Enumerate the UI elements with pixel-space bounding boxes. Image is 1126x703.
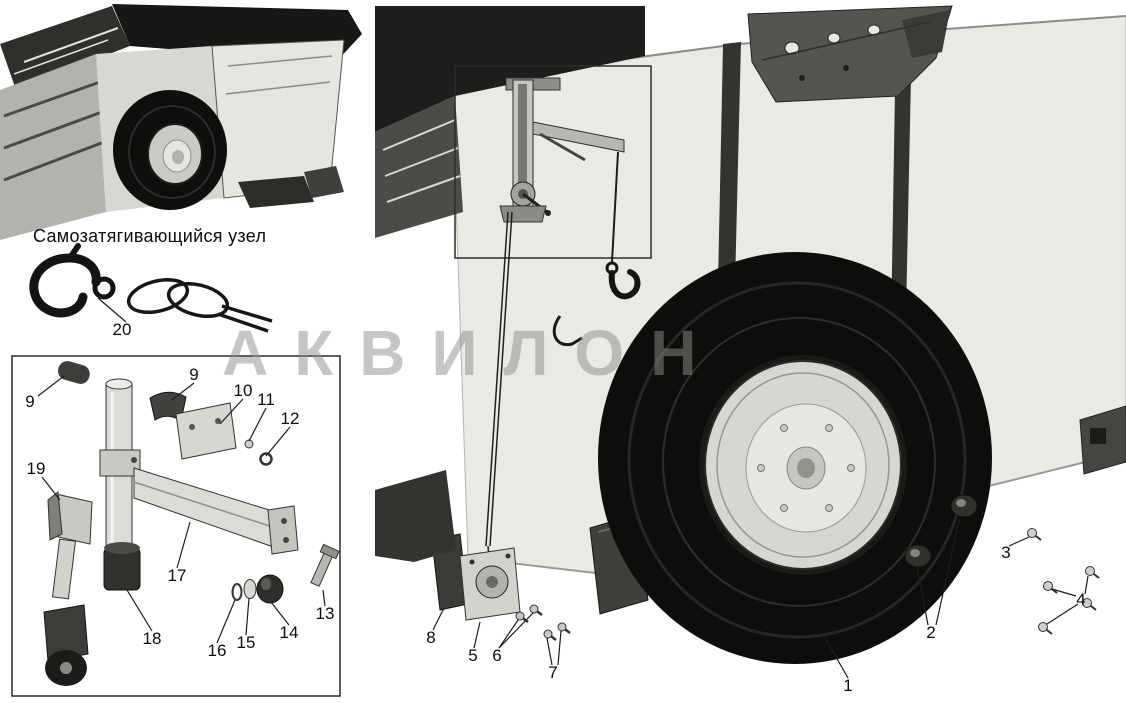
callout-16: 16 bbox=[207, 641, 227, 660]
callout-14: 14 bbox=[279, 623, 299, 642]
spare-wheel-small bbox=[113, 90, 227, 210]
caster-bracket bbox=[43, 604, 89, 662]
rubber-cap-18 bbox=[103, 547, 141, 591]
callout-20: 20 bbox=[112, 320, 132, 339]
callout-11: 11 bbox=[257, 390, 275, 409]
bracket-10 bbox=[175, 402, 237, 460]
main-truck-side-illustration bbox=[375, 5, 1126, 664]
callout-17: 17 bbox=[167, 566, 187, 585]
top-mounting-bracket bbox=[747, 5, 953, 103]
nut-11 bbox=[244, 439, 254, 449]
right-edge-bracket bbox=[1079, 405, 1126, 475]
caption-self-tightening-unit: Самозатягивающийся узел bbox=[33, 226, 267, 246]
spare-wheel-large bbox=[598, 252, 992, 664]
mounting-nuts bbox=[904, 494, 978, 568]
callout-18: 18 bbox=[142, 629, 162, 648]
rubber-cap-9 bbox=[57, 361, 90, 384]
callout-19: 19 bbox=[26, 459, 46, 478]
callout-1: 1 bbox=[843, 676, 853, 695]
callout-10: 10 bbox=[233, 381, 253, 400]
callout-13: 13 bbox=[315, 604, 335, 623]
cab-structure bbox=[375, 6, 645, 132]
washer-12 bbox=[259, 452, 273, 466]
callout-2: 2 bbox=[926, 623, 936, 642]
callout-12: 12 bbox=[280, 409, 300, 428]
callout-5: 5 bbox=[468, 646, 478, 665]
bolt-13 bbox=[310, 543, 340, 587]
callout-3: 3 bbox=[1001, 543, 1011, 562]
cap-14 bbox=[256, 574, 284, 604]
washer-15 bbox=[243, 579, 257, 599]
small-bolts bbox=[515, 604, 571, 641]
callout-leader-lines bbox=[37, 297, 1089, 679]
tow-hook-and-cable-illustration bbox=[29, 243, 273, 333]
winch-cable-hook bbox=[605, 261, 641, 300]
hook-icon bbox=[29, 253, 101, 318]
callout-6: 6 bbox=[492, 646, 502, 665]
winch-mechanism bbox=[499, 77, 625, 263]
callout-9: 9 bbox=[189, 365, 199, 384]
winch-inset-box bbox=[454, 65, 652, 259]
callout-8: 8 bbox=[426, 628, 436, 647]
truck-rear-illustration bbox=[0, 4, 362, 240]
callout-15: 15 bbox=[236, 633, 256, 652]
callout-7: 7 bbox=[548, 663, 558, 682]
small-screws bbox=[1027, 528, 1100, 635]
frame-rail bbox=[375, 470, 456, 562]
washer-16 bbox=[231, 583, 243, 601]
mounting-bracket-detail-box bbox=[11, 355, 341, 697]
callout-9: 9 bbox=[25, 392, 35, 411]
callout-4: 4 bbox=[1076, 590, 1086, 609]
